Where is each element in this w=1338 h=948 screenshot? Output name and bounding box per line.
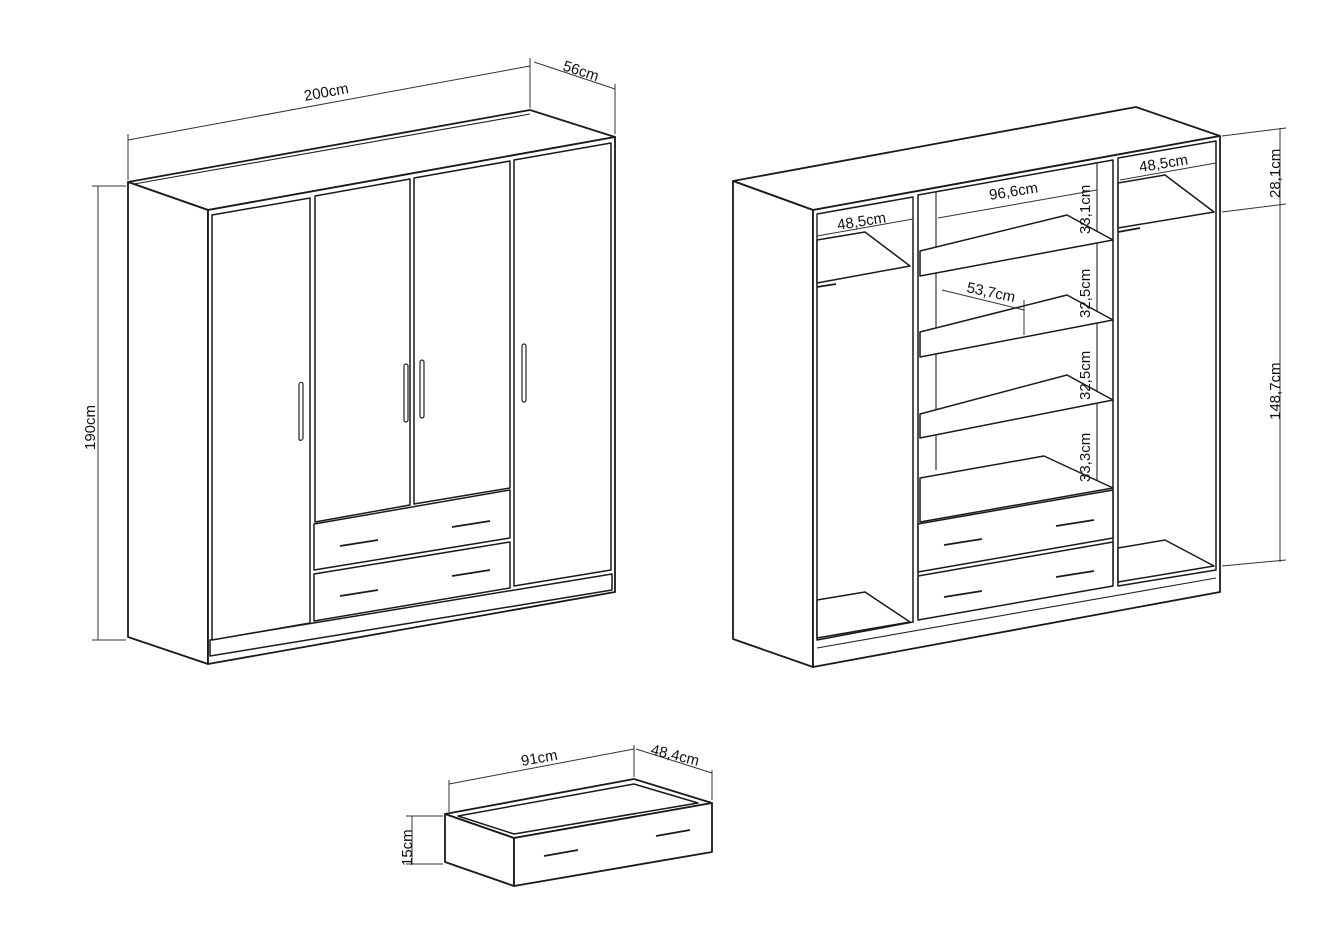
- wardrobe-open: 48,5cm 96,6cm 48,5cm 53,7cm 33,1cm 32,5c…: [732, 106, 1287, 668]
- width-dimension: [127, 58, 531, 180]
- center-width-dimension: [937, 189, 1098, 219]
- door-handle: [419, 359, 425, 419]
- drawer-depth-dimension: [635, 748, 713, 800]
- height-dimension: [92, 185, 126, 641]
- drawer-handle: [339, 520, 491, 597]
- shelf-gap-label: 32,5cm: [1077, 351, 1094, 400]
- shelf-depth-dimension: [941, 289, 1025, 335]
- width-label: 200cm: [303, 80, 350, 105]
- shelf-gap-label: 33,3cm: [1077, 433, 1094, 482]
- drawer-handle: [943, 519, 1095, 598]
- top-height-label: 28,1cm: [1267, 149, 1284, 198]
- wardrobe-closed: 200cm 56cm 190cm: [82, 58, 616, 665]
- drawer-width-label: 91cm: [520, 747, 559, 770]
- right-height-dimension: [1221, 127, 1287, 567]
- shelf-gap-label: 32,5cm: [1077, 269, 1094, 318]
- drawer-detail: 91cm 48,4cm 15cm: [399, 741, 713, 887]
- height-label: 190cm: [82, 405, 99, 450]
- drawer-width-dimension: [448, 745, 635, 812]
- depth-dimension: [533, 61, 616, 134]
- door-handle: [521, 343, 527, 403]
- depth-label: 56cm: [561, 58, 601, 86]
- door-handle: [403, 363, 409, 423]
- shelf-gap-label: 33,1cm: [1077, 185, 1094, 234]
- right-width-dimension: [1119, 162, 1217, 181]
- drawer-height-dimension: [406, 815, 443, 865]
- door-handle: [298, 381, 304, 441]
- left-width-dimension: [816, 197, 914, 240]
- drawer-height-label: 15cm: [399, 829, 416, 866]
- drawer-depth-label: 48,4cm: [649, 741, 701, 769]
- hanging-height-label: 148,7cm: [1267, 362, 1284, 420]
